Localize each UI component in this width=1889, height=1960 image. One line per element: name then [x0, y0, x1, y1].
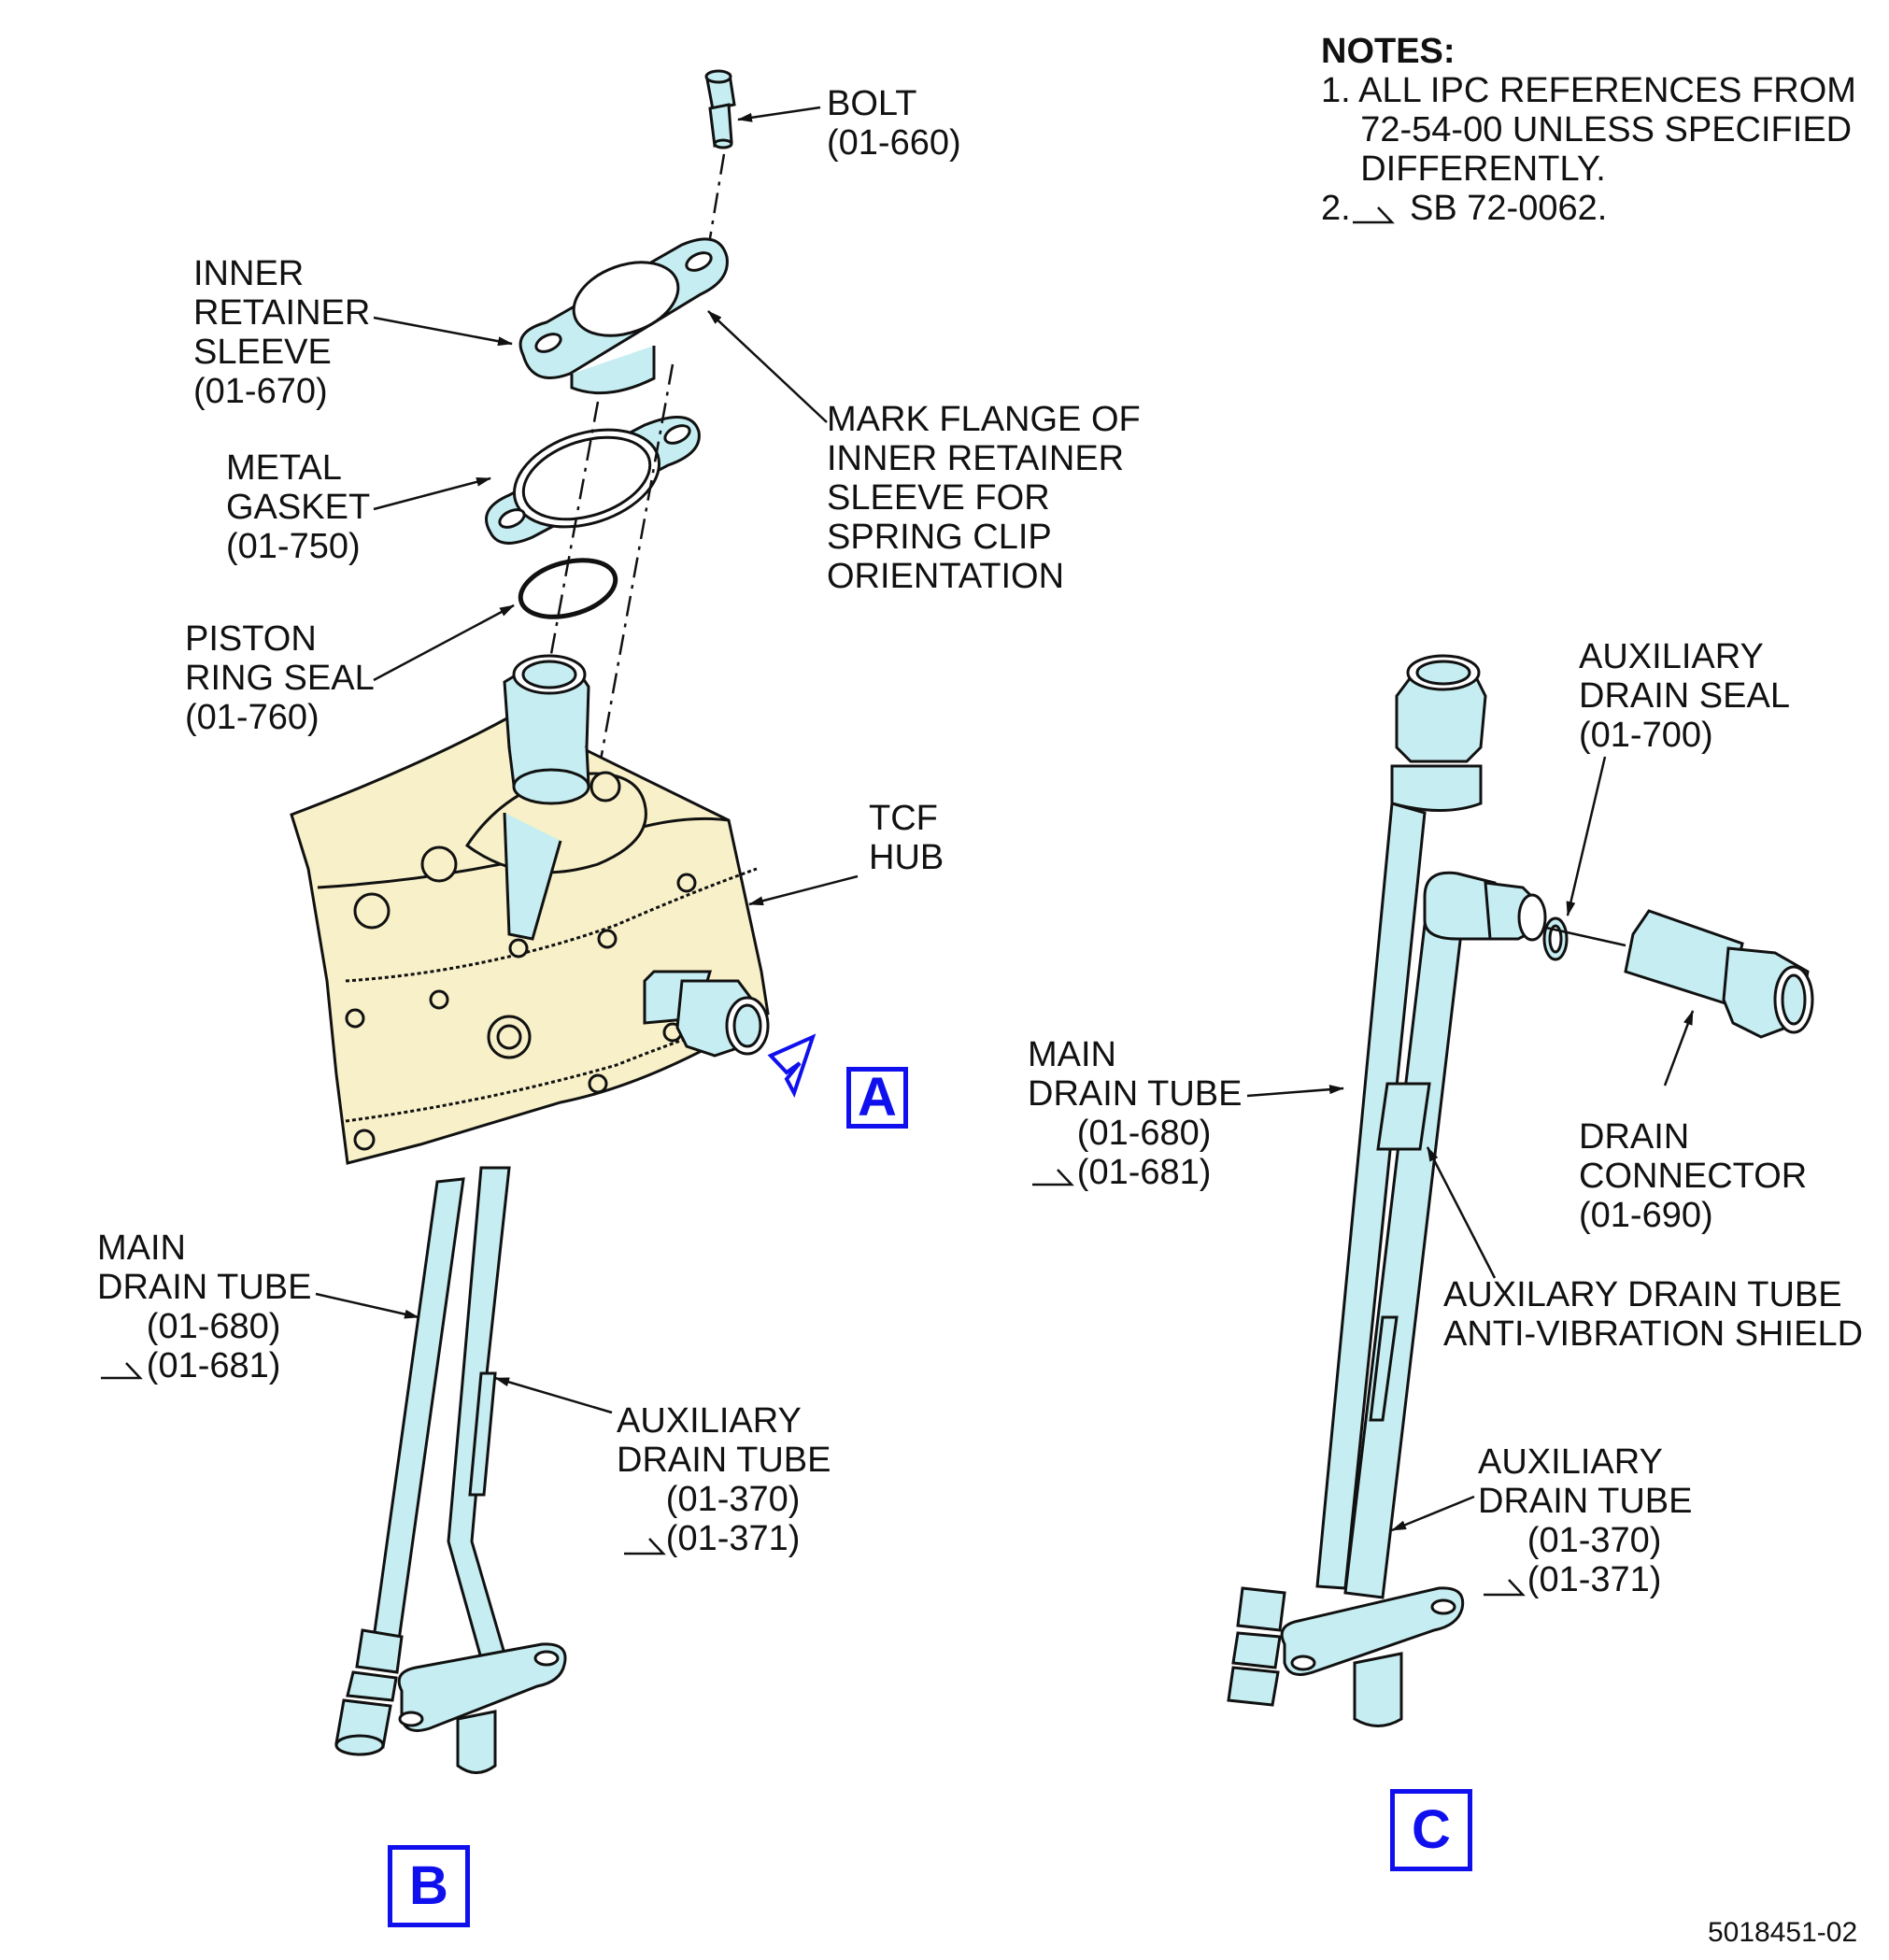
- aux-drain-tube-left-part: [397, 1166, 567, 1774]
- label-bolt: BOLT (01-660): [827, 84, 961, 163]
- leader-metal-gasket: [373, 476, 491, 511]
- aux-drain-seal-part: [1542, 916, 1569, 961]
- sb-flag-icon-aux-left: [624, 1538, 666, 1555]
- view-c-box: C: [1390, 1789, 1472, 1871]
- hub-side-fitting: [643, 970, 770, 1058]
- main-drain-tube-right-part: [1227, 654, 1487, 1707]
- label-inner-retainer-sleeve: INNER RETAINER SLEEVE (01-670): [193, 254, 371, 411]
- label-aux-drain-tube-left: AUXILIARY DRAIN TUBE (01-370) (01-371): [617, 1401, 831, 1558]
- leader-tcf-hub: [748, 874, 859, 906]
- bolt-centerline: [708, 153, 726, 239]
- leader-inner-retainer-sleeve: [373, 316, 513, 347]
- label-aux-drain-tube-right: AUXILIARY DRAIN TUBE (01-370) (01-371): [1478, 1442, 1693, 1599]
- sb-flag-icon-main-left: [101, 1362, 143, 1380]
- leader-main-drain-tube-right: [1246, 1085, 1344, 1098]
- view-a-box: A: [846, 1067, 908, 1129]
- leader-mark-flange: [707, 310, 828, 423]
- note-1: 1. ALL IPC REFERENCES FROM 72-54-00 UNLE…: [1321, 71, 1856, 189]
- label-main-drain-tube-right: MAIN DRAIN TUBE (01-680) (01-681): [1028, 1035, 1243, 1192]
- leader-drain-connector: [1663, 1010, 1695, 1087]
- leader-main-drain-tube-left: [315, 1292, 419, 1319]
- metal-gasket-part: [485, 416, 701, 545]
- leader-lines: [315, 106, 1695, 1532]
- leader-aux-drain-tube-left: [494, 1376, 613, 1414]
- hub-centerline-left: [549, 401, 600, 655]
- main-drain-tube-left-part: [334, 1177, 465, 1756]
- sb-flag-icon-notes: [1353, 206, 1395, 224]
- label-piston-ring-seal: PISTON RING SEAL (01-760): [185, 619, 375, 737]
- hub-centerline-right: [596, 363, 675, 776]
- sb-flag-icons: [101, 206, 1526, 1597]
- label-metal-gasket: METAL GASKET (01-750): [226, 448, 371, 566]
- figure-id: 5018451-02: [1708, 1917, 1858, 1948]
- leader-bolt: [737, 106, 821, 122]
- leader-piston-ring-seal: [373, 604, 515, 682]
- label-mark-flange: MARK FLANGE OF INNER RETAINER SLEEVE FOR…: [827, 400, 1141, 596]
- bolt-part: [704, 69, 736, 149]
- elbow-fitting-right: [1423, 871, 1547, 942]
- label-aux-drain-seal: AUXILIARY DRAIN SEAL (01-700): [1579, 637, 1790, 755]
- leader-aux-drain-tube-right: [1391, 1495, 1475, 1532]
- note-2: 2. SB 72-0062.: [1321, 189, 1608, 228]
- view-b-box: B: [388, 1845, 470, 1927]
- label-main-drain-tube-left: MAIN DRAIN TUBE (01-680) (01-681): [97, 1229, 312, 1385]
- leader-aux-drain-seal: [1566, 756, 1607, 916]
- label-tcf-hub: TCF HUB: [869, 799, 944, 877]
- label-anti-vibration-shield: AUXILARY DRAIN TUBE ANTI-VIBRATION SHIEL…: [1443, 1275, 1864, 1354]
- hub-top-fitting: [503, 654, 590, 941]
- piston-ring-seal-part: [518, 558, 618, 619]
- leader-anti-vibration-shield: [1426, 1146, 1497, 1279]
- sb-flag-icon-main-right: [1032, 1169, 1074, 1186]
- notes-title: NOTES:: [1321, 32, 1456, 71]
- connector-centerline: [1545, 926, 1626, 947]
- drain-connector-part: [1624, 909, 1814, 1039]
- sb-flag-icon-aux-right: [1484, 1579, 1526, 1597]
- inner-retainer-sleeve-part: [518, 237, 729, 395]
- label-drain-connector: DRAIN CONNECTOR (01-690): [1579, 1117, 1808, 1235]
- view-a-arrow-icon: [767, 1033, 817, 1099]
